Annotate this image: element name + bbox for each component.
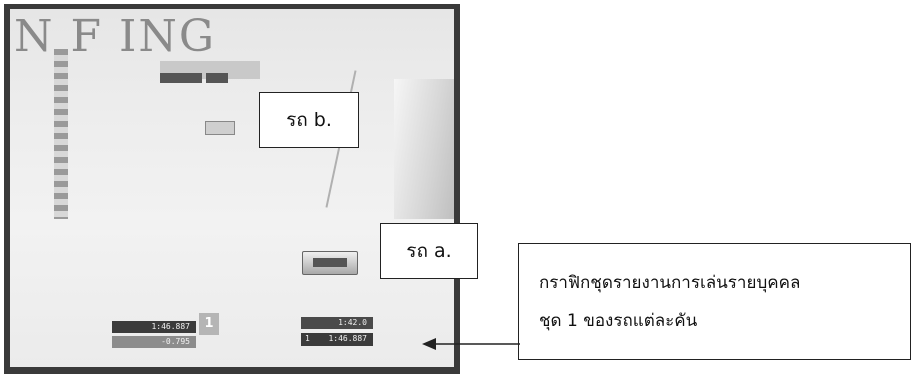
best-time-bar: 1 1:46.887 <box>301 333 373 346</box>
position-badge: 1 <box>199 313 219 335</box>
billboard <box>160 73 202 83</box>
car-b <box>205 121 235 135</box>
description-box: กราฟิกชุดรายงานการเล่นรายบุคคล ชุด 1 ของ… <box>518 243 911 360</box>
pointer-arrow-icon <box>422 338 520 350</box>
sponsor-banner-text: N F ING <box>14 11 217 62</box>
callout-car-b: รถ b. <box>259 92 359 148</box>
game-screenshot: N F ING <box>4 4 460 374</box>
callout-car-a: รถ a. <box>380 223 478 279</box>
track-wall <box>394 79 454 219</box>
car-a <box>302 251 358 275</box>
current-time-bar: 1:42.0 <box>301 317 373 329</box>
best-time-position: 1 <box>305 334 310 343</box>
callout-car-a-text: รถ a. <box>406 240 452 262</box>
description-line-2: ชุด 1 ของรถแต่ละคัน <box>539 311 698 331</box>
delta-time-bar: -0.795 <box>112 336 196 348</box>
callout-car-b-text: รถ b. <box>286 109 332 131</box>
billboard <box>206 73 228 83</box>
description-line-1: กราฟิกชุดรายงานการเล่นรายบุคคล <box>539 273 801 293</box>
race-scene: N F ING <box>10 9 454 367</box>
best-time-value: 1:46.887 <box>328 334 367 343</box>
light-tower <box>54 49 68 219</box>
lap-time-bar: 1:46.887 <box>112 321 196 333</box>
